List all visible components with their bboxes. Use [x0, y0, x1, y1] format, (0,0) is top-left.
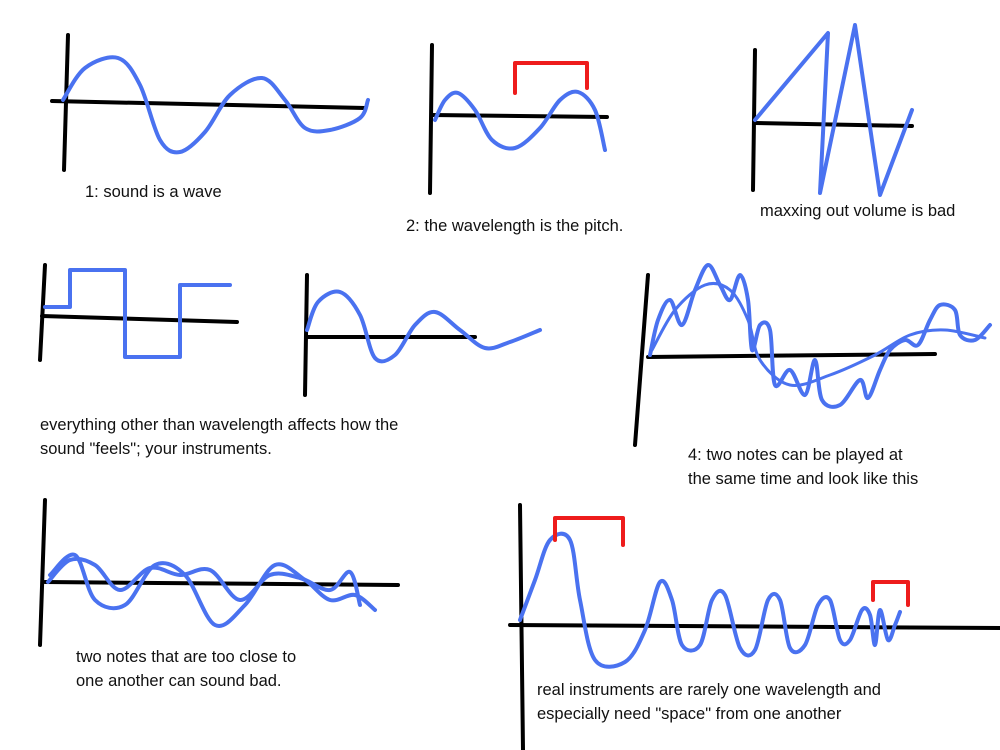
pitch-wave — [433, 89, 607, 152]
x-axis-line — [430, 113, 609, 119]
y-axis-line — [633, 273, 650, 447]
soft-wave — [305, 289, 542, 364]
x-axis-line — [508, 623, 1000, 630]
sine-wave — [61, 55, 370, 155]
caption-wavelength-pitch: 2: the wavelength is the pitch. — [406, 217, 624, 235]
caption-too-close-line1: two notes that are too close to — [76, 648, 297, 666]
close-note-wave-b — [48, 552, 377, 628]
y-axis-line — [428, 43, 434, 195]
caption-maxxing-volume: maxxing out volume is bad — [760, 202, 956, 220]
wavelength-bracket-small — [871, 580, 910, 607]
clipping-wave — [753, 23, 914, 197]
caption-two-notes-line2: the same time and look like this — [688, 470, 919, 488]
y-axis-line — [518, 503, 525, 750]
caption-timbre-line1: everything other than wavelength affects… — [40, 416, 399, 434]
square-wave — [43, 268, 232, 359]
caption-too-close-line2: one another can sound bad. — [76, 672, 282, 690]
x-axis-line — [40, 314, 239, 324]
caption-sound-is-wave: 1: sound is a wave — [85, 183, 222, 201]
y-axis-line — [38, 263, 47, 362]
caption-timbre-line2: sound "feels"; your instruments. — [40, 440, 272, 458]
close-note-wave-a — [46, 556, 362, 607]
wavelength-bracket-large — [553, 516, 625, 547]
y-axis-line — [38, 498, 47, 647]
instrument-wave — [518, 531, 902, 669]
wavelength-bracket — [513, 61, 589, 95]
large-note-wave — [650, 282, 987, 387]
combined-notes-wave — [648, 263, 992, 409]
y-axis-line — [303, 273, 309, 397]
caption-real-instruments-line2: especially need "space" from one another — [537, 705, 842, 723]
caption-two-notes-line1: 4: two notes can be played at — [688, 446, 903, 464]
x-axis-line — [50, 99, 367, 110]
caption-real-instruments-line1: real instruments are rarely one waveleng… — [537, 681, 881, 699]
x-axis-line — [646, 352, 937, 359]
